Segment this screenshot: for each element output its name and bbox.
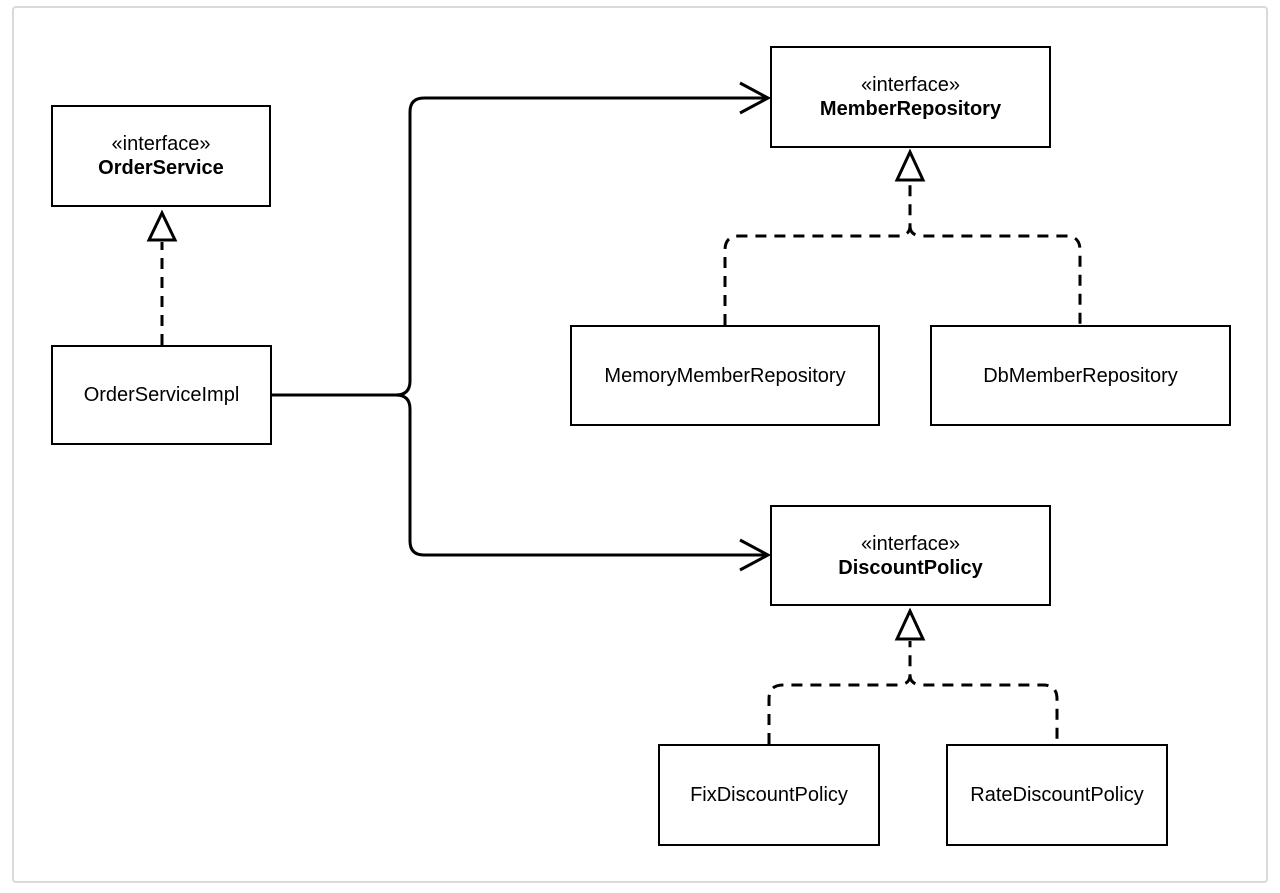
class-name: OrderService [98, 157, 224, 179]
stereotype-label: «interface» [111, 133, 211, 155]
order-service-interface-box: «interface» OrderService [51, 105, 271, 207]
class-name: MemberRepository [819, 98, 1002, 120]
memory-member-repository-box: MemoryMemberRepository [570, 325, 880, 426]
stereotype-label: «interface» [861, 532, 960, 555]
stereotype-label: «interface» [861, 74, 960, 96]
fix-discount-policy-box: FixDiscountPolicy [658, 744, 880, 846]
discount-policy-interface-box: «interface» DiscountPolicy [770, 505, 1051, 606]
db-member-repository-box: DbMemberRepository [930, 325, 1231, 426]
class-name: RateDiscountPolicy [970, 784, 1144, 806]
member-repository-interface-box: «interface» MemberRepository [770, 46, 1051, 148]
dependency-arrowhead-member-repository [739, 81, 772, 115]
class-name: DiscountPolicy [838, 556, 983, 579]
class-name: FixDiscountPolicy [690, 784, 848, 806]
realization-triangle-member-repository [894, 148, 926, 182]
rate-discount-policy-box: RateDiscountPolicy [946, 744, 1168, 846]
class-name: MemoryMemberRepository [604, 364, 846, 387]
realization-triangle-order-service [146, 209, 178, 242]
dependency-line-to-discount-policy [395, 393, 766, 557]
class-name: OrderServiceImpl [83, 384, 240, 406]
realization-line-discount-policy [767, 641, 1059, 744]
dependency-arrowhead-discount-policy [739, 538, 772, 572]
realization-line-member-repository [723, 182, 1082, 325]
order-service-impl-box: OrderServiceImpl [51, 345, 272, 445]
realization-triangle-discount-policy [894, 607, 926, 641]
class-name: DbMemberRepository [983, 364, 1178, 387]
